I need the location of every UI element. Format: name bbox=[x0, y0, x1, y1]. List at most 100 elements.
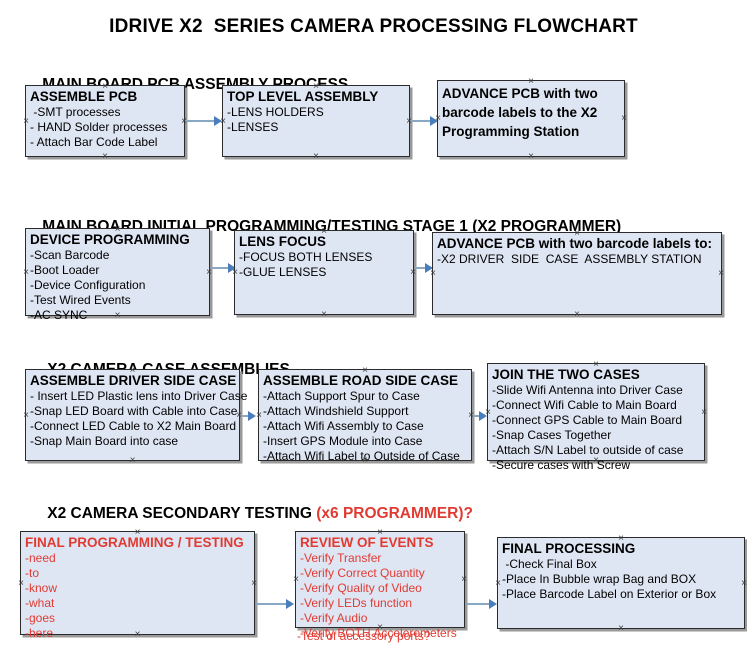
box-content: FINAL PROGRAMMING / TESTING -need -to -k… bbox=[21, 532, 254, 643]
box-line: -Snap Main Board into case bbox=[30, 434, 179, 448]
box-content: TOP LEVEL ASSEMBLY -LENS HOLDERS -LENSES bbox=[223, 86, 409, 137]
connection-point-right[interactable] bbox=[740, 579, 747, 588]
box-line: - Insert LED Plastic lens into Driver Ca… bbox=[30, 389, 248, 403]
box-title: LENS FOCUS bbox=[239, 234, 327, 249]
box-assemble-driver-side-case[interactable]: ASSEMBLE DRIVER SIDE CASE - Insert LED P… bbox=[22, 366, 248, 461]
connection-point-left[interactable] bbox=[231, 268, 240, 277]
box-final-processing[interactable]: FINAL PROCESSING -Check Final Box -Place… bbox=[497, 537, 745, 629]
connection-point-top[interactable] bbox=[592, 360, 601, 369]
connection-point-left[interactable] bbox=[17, 579, 26, 588]
connection-point-right[interactable] bbox=[700, 408, 709, 417]
connection-point-bottom[interactable] bbox=[573, 310, 582, 319]
connection-point-bottom[interactable] bbox=[527, 152, 536, 161]
connection-point-left[interactable] bbox=[429, 269, 438, 278]
box-content: LENS FOCUS -FOCUS BOTH LENSES -GLUE LENS… bbox=[235, 231, 413, 282]
box-top-level-assembly[interactable]: TOP LEVEL ASSEMBLY -LENS HOLDERS -LENSES bbox=[222, 85, 410, 157]
box-line: -Attach Windshield Support bbox=[263, 404, 409, 418]
box-review-of-events-overflow-text: -Test of accessory ports? bbox=[297, 629, 431, 643]
connection-point-bottom[interactable] bbox=[113, 311, 122, 320]
box-join-the-two-cases[interactable]: JOIN THE TWO CASES -Slide Wifi Antenna i… bbox=[484, 360, 705, 472]
connection-point-top[interactable] bbox=[617, 534, 626, 543]
section-heading-x2-camera-secondary-testing: X2 CAMERA SECONDARY TESTING (x6 PROGRAMM… bbox=[30, 487, 473, 541]
connection-point-bottom[interactable] bbox=[133, 630, 142, 639]
box-line: -Connect Wifi Cable to Main Board bbox=[492, 398, 677, 412]
box-assemble-pcb[interactable]: ASSEMBLE PCB -SMT processes - HAND Solde… bbox=[25, 85, 185, 157]
box-line: -Snap LED Board with Cable into Case bbox=[30, 404, 238, 418]
box-line: -Device Configuration bbox=[30, 278, 146, 292]
box-content: REVIEW OF EVENTS -Verify Transfer -Verif… bbox=[296, 532, 464, 643]
connection-point-left[interactable] bbox=[22, 117, 31, 126]
box-line: -here bbox=[25, 626, 54, 640]
box-line: -Verify BOTH Accelerometers bbox=[300, 626, 457, 640]
box-content: ADVANCE PCB with two barcode labels to: … bbox=[433, 233, 721, 269]
box-title: FINAL PROCESSING bbox=[502, 541, 636, 556]
box-advance-pcb-to-driver-side-case-assembly[interactable]: ADVANCE PCB with two barcode labels to: … bbox=[432, 232, 722, 315]
connection-point-bottom[interactable] bbox=[361, 456, 370, 465]
connection-point-bottom[interactable] bbox=[320, 310, 329, 319]
connector-arrow-icon bbox=[425, 263, 433, 273]
connection-point-bottom[interactable] bbox=[617, 624, 626, 633]
connection-point-left[interactable] bbox=[255, 411, 264, 420]
connection-point-right[interactable] bbox=[460, 575, 469, 584]
connection-point-right[interactable] bbox=[717, 269, 726, 278]
connection-point-top[interactable] bbox=[133, 528, 142, 537]
connection-point-top[interactable] bbox=[573, 229, 582, 238]
connection-point-top[interactable] bbox=[376, 528, 385, 537]
box-advance-pcb-to-x2-programming-station[interactable]: ADVANCE PCB with two barcode labels to t… bbox=[437, 80, 625, 157]
box-content: JOIN THE TWO CASES -Slide Wifi Antenna i… bbox=[488, 364, 704, 475]
connector-line bbox=[466, 603, 491, 605]
section-heading-accent: (x6 PROGRAMMER)? bbox=[316, 505, 473, 522]
box-line: -Snap Cases Together bbox=[492, 428, 612, 442]
connector-line bbox=[211, 267, 230, 269]
box-line: -Attach Wifi Assembly to Case bbox=[263, 419, 424, 433]
box-final-programming-testing[interactable]: FINAL PROGRAMMING / TESTING -need -to -k… bbox=[17, 528, 255, 640]
connection-point-top[interactable] bbox=[128, 366, 137, 375]
connector-arrow-icon bbox=[286, 599, 294, 609]
connection-point-top[interactable] bbox=[113, 225, 122, 234]
connection-point-bottom[interactable] bbox=[101, 152, 110, 161]
connection-point-left[interactable] bbox=[484, 408, 493, 417]
box-content: ADVANCE PCB with two barcode labels to t… bbox=[438, 81, 624, 143]
connection-point-right[interactable] bbox=[250, 579, 259, 588]
box-line: -X2 DRIVER SIDE CASE ASSEMBLY STATION bbox=[437, 252, 702, 266]
box-device-programming[interactable]: DEVICE PROGRAMMING -Scan Barcode -Boot L… bbox=[22, 225, 210, 322]
connection-point-bottom[interactable] bbox=[128, 456, 137, 465]
connection-point-top[interactable] bbox=[320, 227, 329, 236]
connection-point-left[interactable] bbox=[22, 268, 31, 277]
box-line: -know bbox=[25, 581, 58, 595]
connection-point-right[interactable] bbox=[620, 114, 629, 123]
box-line: -Slide Wifi Antenna into Driver Case bbox=[492, 383, 683, 397]
box-line: -Connect GPS Cable to Main Board bbox=[492, 413, 683, 427]
box-title: TOP LEVEL ASSEMBLY bbox=[227, 89, 379, 104]
box-line: -Boot Loader bbox=[30, 263, 100, 277]
connection-point-left[interactable] bbox=[219, 117, 228, 126]
connection-point-top[interactable] bbox=[101, 82, 110, 91]
connection-point-bottom[interactable] bbox=[592, 456, 601, 465]
connection-point-top[interactable] bbox=[361, 366, 370, 375]
box-line: -FOCUS BOTH LENSES bbox=[239, 250, 373, 264]
box-lens-focus[interactable]: LENS FOCUS -FOCUS BOTH LENSES -GLUE LENS… bbox=[234, 230, 414, 315]
connector-line bbox=[411, 120, 433, 122]
connection-point-left[interactable] bbox=[434, 114, 443, 123]
box-assemble-road-side-case[interactable]: ASSEMBLE ROAD SIDE CASE -Attach Support … bbox=[255, 366, 472, 463]
connection-point-bottom[interactable] bbox=[312, 152, 321, 161]
box-line: -Attach Support Spur to Case bbox=[263, 389, 420, 403]
connection-point-top[interactable] bbox=[312, 82, 321, 91]
connection-point-left[interactable] bbox=[292, 575, 301, 584]
connection-point-top[interactable] bbox=[527, 77, 536, 86]
connector-arrow-icon bbox=[489, 599, 497, 609]
box-title: JOIN THE TWO CASES bbox=[492, 367, 640, 382]
box-review-of-events[interactable]: REVIEW OF EVENTS -Verify Transfer -Verif… bbox=[292, 528, 465, 640]
box-title: ASSEMBLE PCB bbox=[30, 89, 138, 104]
box-line: -goes bbox=[25, 611, 56, 625]
box-line: -to bbox=[25, 566, 40, 580]
box-line: - HAND Solder processes bbox=[30, 120, 168, 134]
connection-point-left[interactable] bbox=[494, 579, 503, 588]
box-line: -Check Final Box bbox=[502, 557, 597, 571]
box-title: ADVANCE PCB with two barcode labels to: bbox=[437, 236, 713, 251]
box-title: ASSEMBLE ROAD SIDE CASE bbox=[263, 373, 459, 388]
connection-point-right[interactable] bbox=[409, 268, 418, 277]
box-line: -Verify Correct Quantity bbox=[300, 566, 425, 580]
connection-point-left[interactable] bbox=[22, 411, 31, 420]
